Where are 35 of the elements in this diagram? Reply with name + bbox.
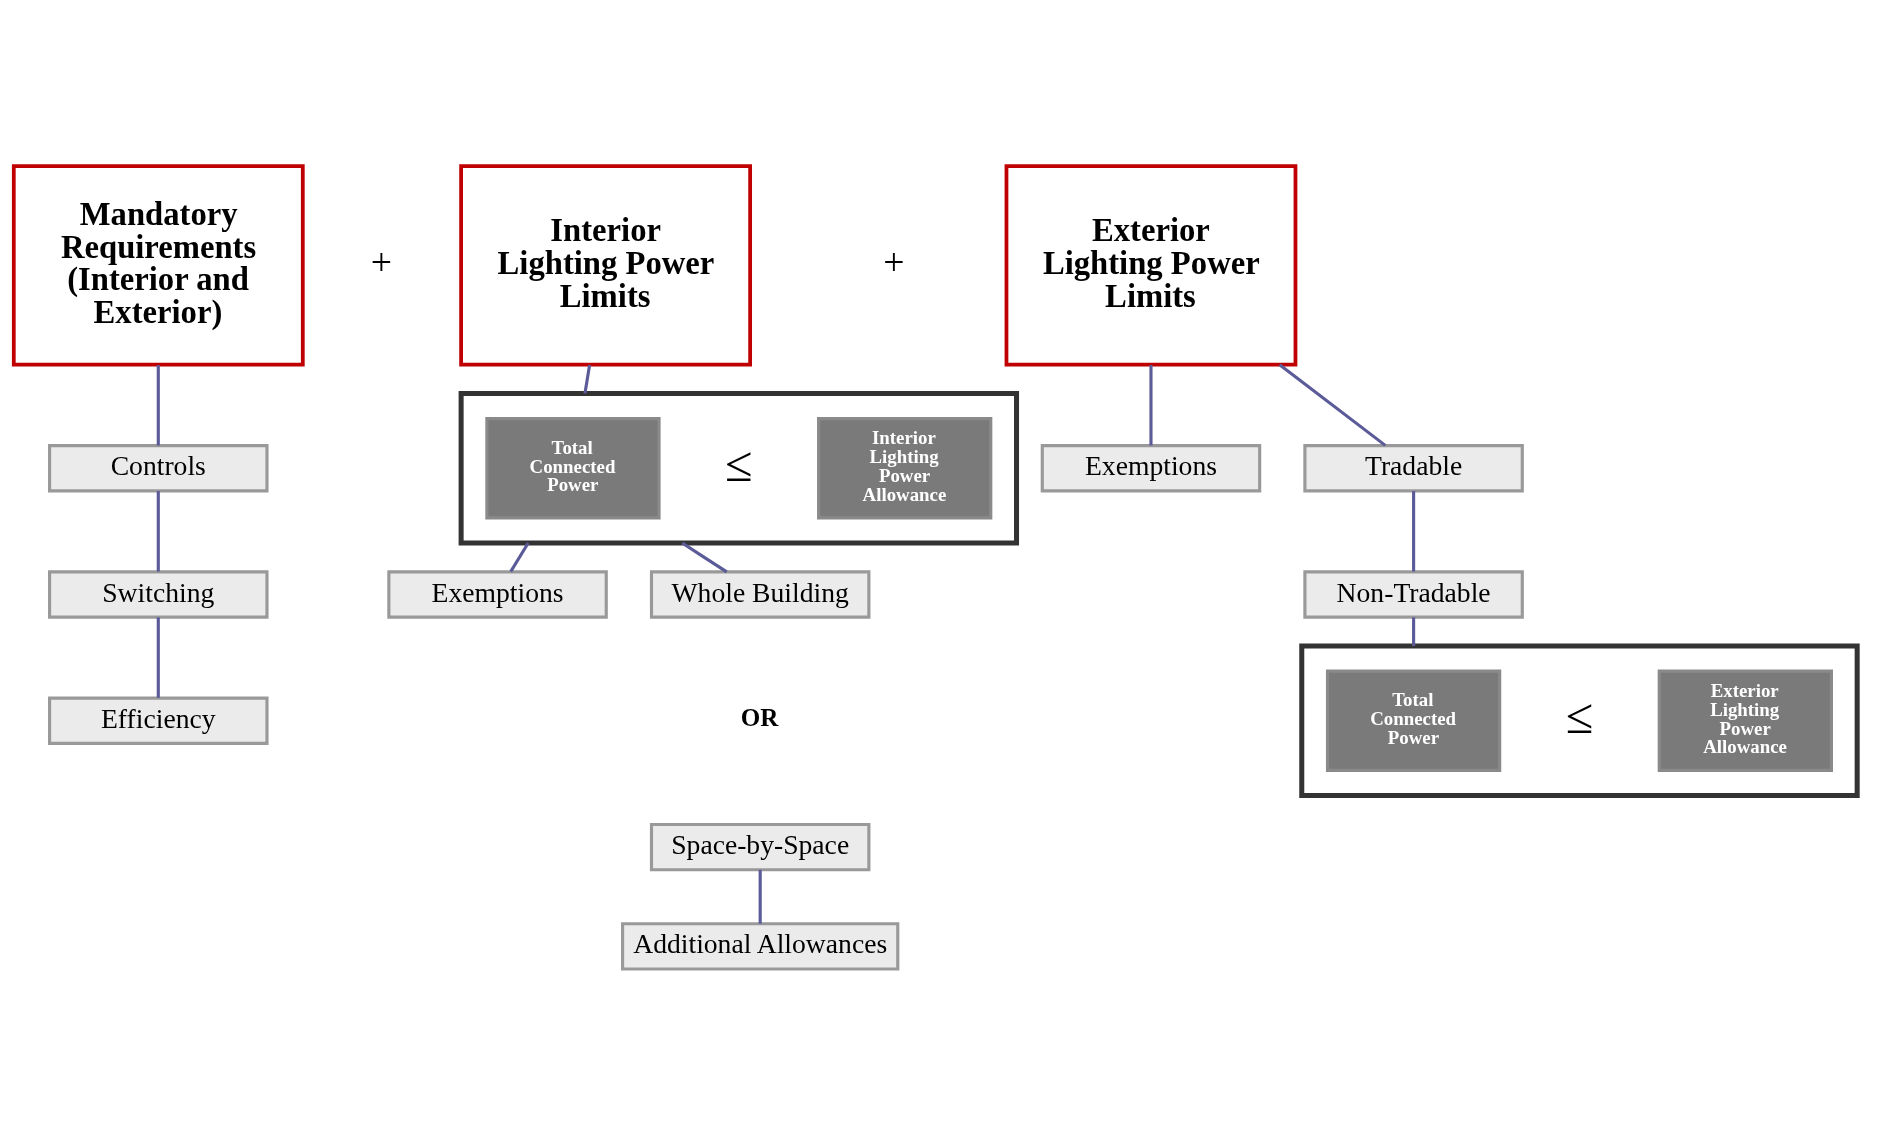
node-box: Total Connected Power xyxy=(1325,669,1502,772)
connector xyxy=(1278,363,1387,447)
connector xyxy=(156,617,160,698)
label: ≤ xyxy=(1565,688,1594,745)
node-box: Interior Lighting Power Limits xyxy=(459,164,752,367)
connector xyxy=(1149,365,1153,446)
node-box: Efficiency xyxy=(48,696,269,745)
label: + xyxy=(883,240,905,283)
node-box: Tradable xyxy=(1303,444,1524,493)
node-box: Exterior Lighting Power Limits xyxy=(1004,164,1298,367)
node-box: Exterior Lighting Power Allowance xyxy=(1657,669,1833,772)
label: + xyxy=(370,240,392,283)
node-box: Total Connected Power xyxy=(485,417,661,520)
node-box: Whole Building xyxy=(649,570,871,619)
cluster xyxy=(1299,643,1860,799)
node-box: Exemptions xyxy=(387,570,608,619)
cluster xyxy=(458,390,1020,546)
node-box: Interior Lighting Power Allowance xyxy=(817,417,993,520)
connector xyxy=(156,365,160,446)
node-box: Additional Allowances xyxy=(621,922,900,971)
node-box: Exemptions xyxy=(1040,444,1262,493)
connector xyxy=(156,491,160,572)
connector xyxy=(509,542,530,573)
connector xyxy=(681,541,728,574)
node-box: Space-by-Space xyxy=(649,822,871,872)
label: ≤ xyxy=(725,435,753,492)
connector xyxy=(583,364,592,394)
node-box: Controls xyxy=(48,444,269,493)
label: OR xyxy=(740,703,779,731)
connector xyxy=(758,869,762,924)
connector xyxy=(1412,617,1416,647)
connector xyxy=(1412,491,1416,572)
node-box: Mandatory Requirements (Interior and Exterior) xyxy=(11,164,305,367)
node-box: Non-Tradable xyxy=(1303,570,1524,619)
node-box: Switching xyxy=(48,570,269,619)
